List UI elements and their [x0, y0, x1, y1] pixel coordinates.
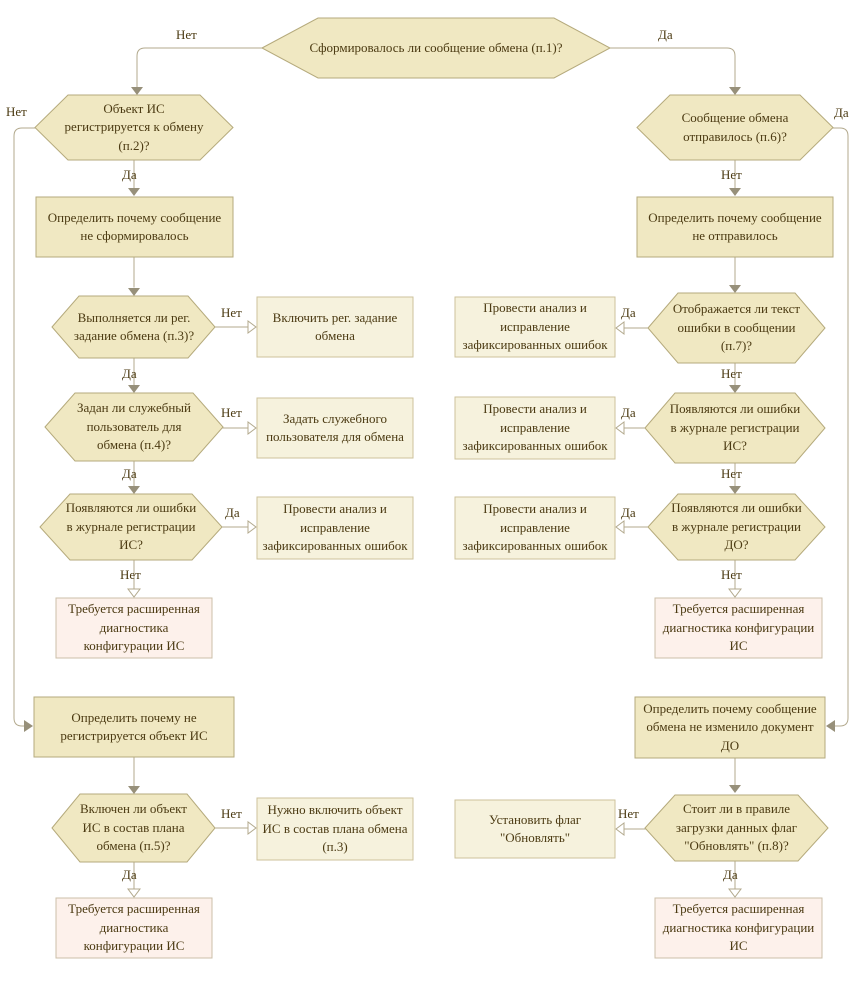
arrowhead-down-icon: [131, 87, 143, 95]
process-d3-shape: [636, 196, 834, 258]
decision-q3-shape: [51, 295, 216, 359]
action-a2-shape: [256, 397, 414, 459]
decision-q10-shape: [647, 493, 826, 561]
decision-q1-shape: [260, 17, 612, 79]
decision-q11-shape: [644, 794, 829, 862]
final-p1-shape: [55, 597, 213, 659]
final-p3-shape: [654, 597, 823, 659]
arrowhead-down-icon: [729, 188, 741, 196]
arrowhead-down-icon: [729, 385, 741, 393]
arrowhead-left-icon: [615, 822, 625, 836]
decision-shapes: [34, 17, 834, 863]
filled-arrowheads: [24, 87, 835, 794]
decision-q6-shape: [51, 793, 216, 863]
arrowhead-down-icon: [127, 588, 141, 598]
action-a4-shape: [256, 797, 414, 861]
final-p2-shape: [55, 897, 213, 959]
edge-q1-q2: [136, 47, 263, 88]
final-p4-shape: [654, 897, 823, 959]
arrowhead-right-icon: [24, 720, 33, 732]
process-shapes: [33, 196, 834, 759]
process-d1-shape: [35, 196, 234, 258]
arrowhead-left-icon: [826, 720, 835, 732]
arrowhead-left-icon: [615, 321, 625, 335]
action-a3-shape: [256, 496, 414, 560]
arrowhead-down-icon: [729, 285, 741, 293]
arrowhead-right-icon: [247, 520, 257, 534]
hollow-arrowheads: [127, 320, 742, 898]
decision-q8-shape: [647, 292, 826, 364]
arrowhead-down-icon: [128, 288, 140, 296]
edge-q2-d2: [13, 127, 36, 727]
action-b1-shape: [454, 296, 616, 358]
action-b2-shape: [454, 396, 616, 460]
arrowhead-down-icon: [729, 486, 741, 494]
arrowhead-left-icon: [615, 520, 625, 534]
process-d4-shape: [634, 696, 826, 759]
connectors: [13, 47, 849, 889]
decision-q7-shape: [636, 94, 834, 161]
arrowhead-down-icon: [728, 588, 742, 598]
action-a1-shape: [256, 296, 414, 358]
arrowhead-down-icon: [128, 188, 140, 196]
final-shapes: [55, 597, 823, 959]
action-b5-shape: [454, 799, 616, 859]
arrowhead-down-icon: [729, 785, 741, 793]
action-b3-shape: [454, 496, 616, 560]
edge-q7-d4: [832, 127, 849, 727]
decision-q5-shape: [39, 493, 223, 561]
process-d2-shape: [33, 696, 235, 758]
decision-q4-shape: [44, 392, 224, 462]
arrowhead-down-icon: [128, 486, 140, 494]
arrowhead-right-icon: [247, 320, 257, 334]
arrowhead-down-icon: [729, 87, 741, 95]
arrowhead-right-icon: [247, 821, 257, 835]
decision-q9-shape: [644, 392, 826, 464]
arrowhead-down-icon: [128, 385, 140, 393]
arrowhead-down-icon: [128, 786, 140, 794]
action-shapes: [256, 296, 616, 861]
arrowhead-right-icon: [247, 421, 257, 435]
arrowhead-left-icon: [615, 421, 625, 435]
decision-q2-shape: [34, 94, 234, 161]
edge-q1-q7: [609, 47, 736, 88]
arrowhead-down-icon: [728, 888, 742, 898]
arrowhead-down-icon: [127, 888, 141, 898]
